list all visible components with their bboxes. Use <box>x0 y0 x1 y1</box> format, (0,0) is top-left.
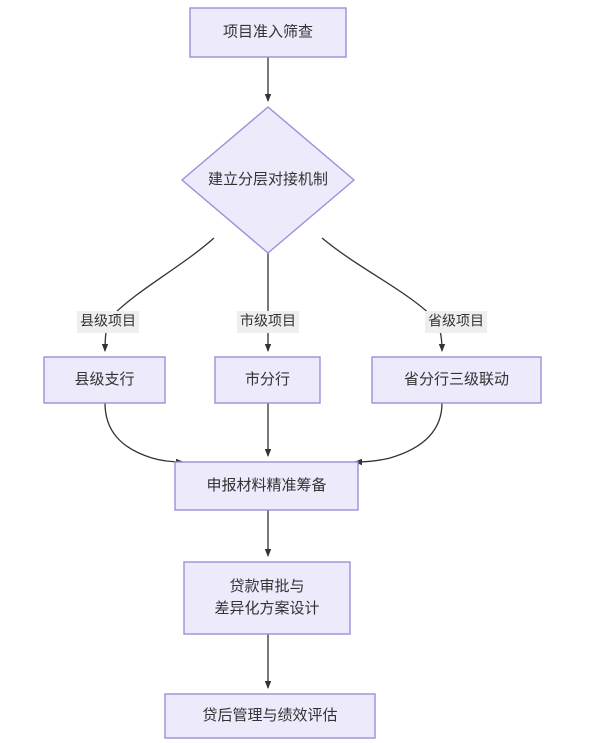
node-process-shape <box>189 7 347 58</box>
flow-node-n2[interactable]: 建立分层对接机制 <box>180 106 356 254</box>
node-process-shape <box>183 561 351 635</box>
node-label: 申报材料精准筹备 <box>206 477 326 494</box>
edge-label-text: 市级项目 <box>240 313 296 329</box>
node-label: 县级支行 <box>74 371 134 388</box>
flow-node-n1[interactable]: 项目准入筛查 <box>189 7 347 58</box>
node-process-shape <box>371 356 542 404</box>
edge-label-background <box>77 311 139 333</box>
node-label: 贷款审批与 <box>229 578 304 595</box>
flow-edge <box>321 237 446 352</box>
nodes-layer: 项目准入筛查建立分层对接机制县级支行市分行省分行三级联动申报材料精准筹备贷款审批… <box>43 7 542 739</box>
edge-label: 省级项目 <box>425 311 487 333</box>
node-process-shape <box>43 356 166 404</box>
flow-node-n6[interactable]: 申报材料精准筹备 <box>174 461 359 511</box>
flow-node-n3[interactable]: 县级支行 <box>43 356 166 404</box>
node-process-shape <box>174 461 359 511</box>
node-label: 贷后管理与绩效评估 <box>202 707 337 724</box>
node-process-shape <box>164 693 376 739</box>
node-process-shape <box>214 356 321 404</box>
flow-node-n8[interactable]: 贷后管理与绩效评估 <box>164 693 376 739</box>
flow-node-n5[interactable]: 省分行三级联动 <box>371 356 542 404</box>
edge-label: 县级项目 <box>77 311 139 333</box>
edge-label: 市级项目 <box>237 311 299 333</box>
edge-label-text: 省级项目 <box>428 313 484 329</box>
node-decision-shape <box>180 106 356 254</box>
node-label: 项目准入筛查 <box>223 23 313 40</box>
edge-label-text: 县级项目 <box>80 313 136 329</box>
edge-label-background <box>237 311 299 333</box>
flow-edge <box>104 402 184 466</box>
node-label: 差异化方案设计 <box>214 599 319 617</box>
edge-label-background <box>425 311 487 333</box>
edges-layer <box>101 57 446 689</box>
node-label: 省分行三级联动 <box>404 371 509 388</box>
node-label: 建立分层对接机制 <box>208 171 328 188</box>
flow-edge <box>354 402 443 466</box>
edge-labels-layer: 县级项目 市级项目 省级项目 <box>77 311 487 333</box>
flow-edge <box>101 237 215 352</box>
flow-node-n4[interactable]: 市分行 <box>214 356 321 404</box>
node-label: 市分行 <box>245 371 290 388</box>
